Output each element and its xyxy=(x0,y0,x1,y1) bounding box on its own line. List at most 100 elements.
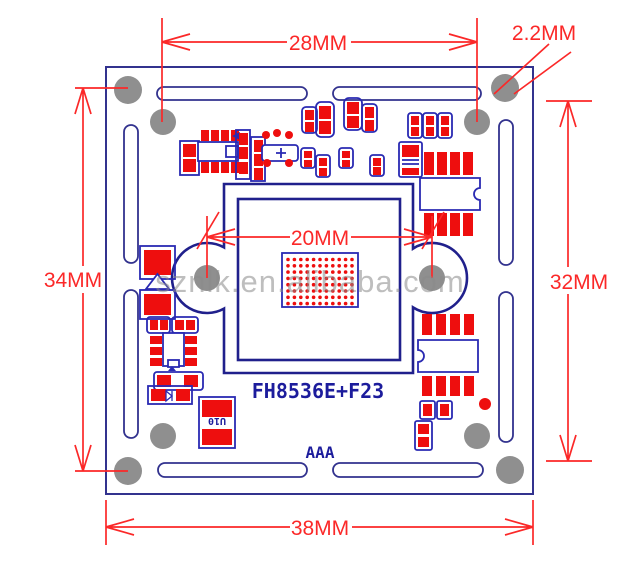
bga-ball xyxy=(318,282,322,287)
bga-ball xyxy=(343,301,348,306)
bga-ball xyxy=(324,257,329,262)
bga-ball xyxy=(318,276,322,281)
bga-ball xyxy=(350,289,354,293)
slot-bottom-left xyxy=(157,462,308,478)
bga-ball xyxy=(343,295,348,300)
board-model-label: FH8536E+F23 xyxy=(252,379,384,403)
bga-ball xyxy=(343,276,348,281)
bga-ball xyxy=(337,282,342,287)
pin1-arrow-icon xyxy=(168,366,176,371)
bga-ball xyxy=(343,289,348,293)
bga-ball xyxy=(305,282,310,287)
right-lower-component-cluster xyxy=(414,314,491,451)
bga-ball xyxy=(286,264,290,268)
bga-ball xyxy=(350,257,354,262)
bga-ball xyxy=(292,264,297,268)
dimension-28mm: 28MM xyxy=(161,18,478,122)
board-outline xyxy=(105,66,534,495)
bga-ball xyxy=(324,301,329,306)
bga-ball xyxy=(305,301,310,306)
bga-ball xyxy=(299,270,303,274)
bga-ball xyxy=(324,289,329,293)
bga-ball xyxy=(286,276,290,281)
bga-ball xyxy=(343,257,348,262)
bga-ball xyxy=(311,301,316,306)
bga-ball xyxy=(299,282,303,287)
dimension-20mm: 20MM xyxy=(196,211,445,278)
dimension-32mm: 32MM xyxy=(546,100,608,462)
slot-right-upper xyxy=(498,119,514,266)
slot-top-left xyxy=(156,86,308,101)
bga-ball xyxy=(305,257,310,262)
bga-ball xyxy=(299,257,303,262)
dim-label-34mm: 34MM xyxy=(44,269,102,292)
top-component-cluster xyxy=(179,97,385,182)
slot-left-upper xyxy=(123,124,139,264)
bga-ball xyxy=(292,282,297,287)
bga-ball xyxy=(337,301,342,306)
bga-ball xyxy=(331,257,335,262)
bga-ball xyxy=(311,257,316,262)
mounting-hole-inner-tl xyxy=(150,109,176,135)
slot-top-right xyxy=(332,86,482,101)
bga-ball xyxy=(286,270,290,274)
bga-ball xyxy=(299,264,303,268)
plus-mark-icon xyxy=(276,148,286,158)
bga-ball xyxy=(331,301,335,306)
bga-ball xyxy=(350,301,354,306)
bga-ball xyxy=(350,282,354,287)
bga-ball xyxy=(331,282,335,287)
bga-ball xyxy=(305,276,310,281)
lens-holder-footprint xyxy=(170,182,469,375)
sensor-bga-outline xyxy=(281,252,359,308)
bga-ball xyxy=(324,282,329,287)
bga-ball xyxy=(331,295,335,300)
bga-ball xyxy=(299,295,303,300)
dim-label-38mm: 38MM xyxy=(291,517,349,540)
watermark-text: sznlk.en.alibaba.com xyxy=(155,264,465,299)
bga-ball xyxy=(305,295,310,300)
mounting-hole-corner-tl xyxy=(114,76,142,104)
bga-ball-grid xyxy=(286,257,354,306)
bga-ball xyxy=(337,295,342,300)
board-slots xyxy=(123,86,514,478)
diode-footprint-large xyxy=(139,245,176,320)
bga-ball xyxy=(324,270,329,274)
bga-ball xyxy=(318,301,322,306)
sensor-keepout-square xyxy=(236,197,402,362)
bga-ball xyxy=(318,289,322,293)
bga-ball xyxy=(286,289,290,293)
bga-ball xyxy=(350,270,354,274)
bga-ball xyxy=(331,264,335,268)
bga-ball xyxy=(311,295,316,300)
bga-ball xyxy=(318,264,322,268)
bga-ball xyxy=(337,276,342,281)
bga-ball xyxy=(286,257,290,262)
bga-ball xyxy=(331,270,335,274)
dim-label-28mm: 28MM xyxy=(289,32,347,55)
bga-ball xyxy=(299,289,303,293)
polarized-cap-footprint xyxy=(261,129,299,167)
lens-holder-outline xyxy=(170,182,469,375)
u10-reference-label: U10 xyxy=(208,415,226,426)
bga-ball xyxy=(299,301,303,306)
bga-ball xyxy=(337,270,342,274)
bga-ball xyxy=(292,301,297,306)
bga-ball xyxy=(350,264,354,268)
bga-ball xyxy=(286,282,290,287)
bga-ball xyxy=(311,282,316,287)
bga-ball xyxy=(350,295,354,300)
bga-ball xyxy=(286,295,290,300)
diode-symbol-icon xyxy=(165,389,174,403)
capacitor-u10: U10 xyxy=(198,396,236,449)
bga-ball xyxy=(337,264,342,268)
mounting-hole-corner-br xyxy=(496,456,524,484)
mounting-hole-corner-tr xyxy=(491,74,519,102)
bga-ball xyxy=(343,270,348,274)
bga-ball xyxy=(299,276,303,281)
bga-ball xyxy=(292,295,297,300)
bga-ball xyxy=(292,270,297,274)
diode-triangle-icon xyxy=(144,272,171,290)
